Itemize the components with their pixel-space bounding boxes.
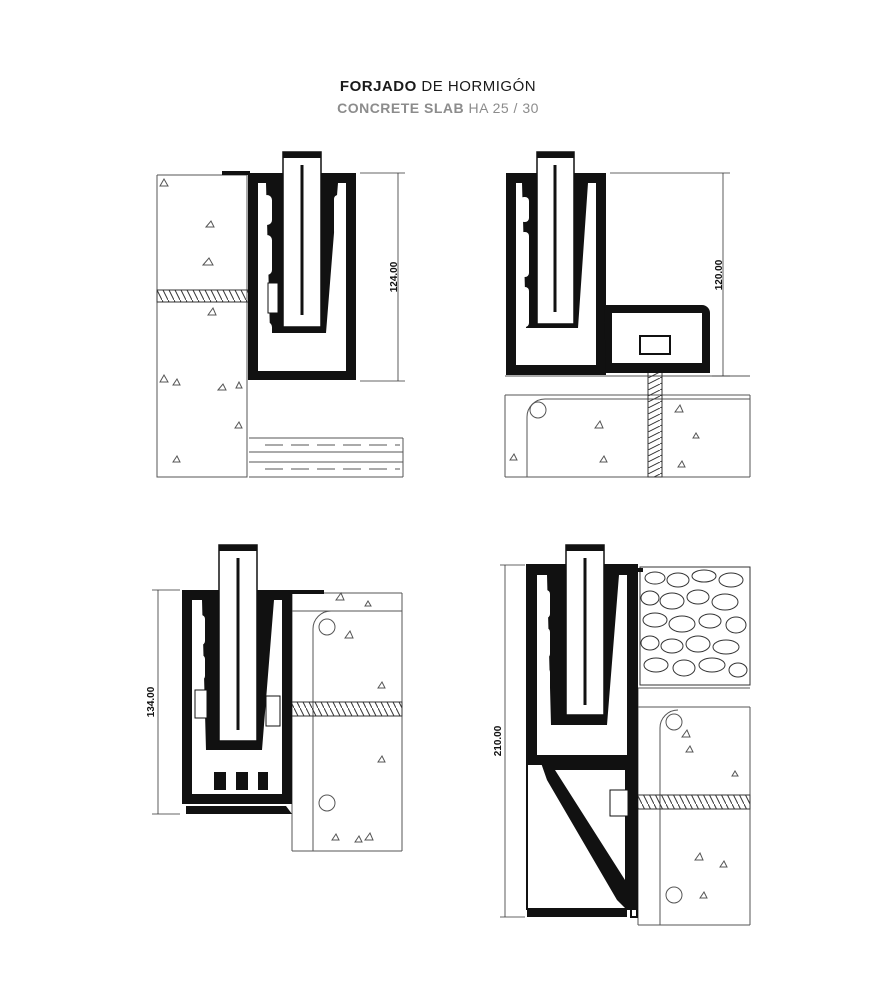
concrete-slab-2 — [504, 375, 751, 478]
dimension-2: 120.00 — [610, 172, 730, 377]
title-rest-1: DE HORMIGÓN — [421, 78, 537, 95]
title-line-1: FORJADO DE HORMIGÓN — [0, 76, 876, 98]
dimension-label-1: 124.00 — [389, 261, 400, 292]
anchor-bolt-3 — [289, 701, 403, 717]
glass-panel-2 — [536, 151, 575, 325]
dimension-label-2: 120.00 — [714, 259, 725, 290]
concrete-slab-1 — [156, 174, 248, 478]
title-line-2: CONCRETE SLAB HA 25 / 30 — [0, 98, 876, 118]
dimension-3: 134.00 — [146, 589, 180, 815]
side-mount-detail: 124.00 — [156, 151, 405, 478]
dimension-4: 210.00 — [493, 564, 525, 918]
title-rest-2: HA 25 / 30 — [468, 100, 539, 116]
concrete-slab-3 — [291, 591, 403, 852]
title-block: FORJADO DE HORMIGÓN CONCRETE SLAB HA 25 … — [0, 76, 876, 118]
title-bold-2: CONCRETE SLAB — [337, 100, 465, 116]
fascia-mount-detail: 134.00 — [146, 544, 403, 852]
fascia-bracket-detail: 210.00 — [493, 544, 751, 926]
dimension-label-4: 210.00 — [493, 725, 504, 756]
gravel-layer — [639, 566, 751, 686]
anchor-bolt-2 — [647, 369, 663, 478]
dimension-1: 124.00 — [360, 172, 405, 382]
anchor-bolt-4 — [627, 794, 751, 810]
glass-panel-4 — [565, 544, 605, 716]
title-bold-1: FORJADO — [339, 78, 417, 95]
top-mount-detail: 120.00 — [504, 151, 751, 478]
glass-panel-3 — [218, 544, 258, 742]
floor-finish-1 — [249, 437, 404, 478]
glass-panel-1 — [282, 151, 322, 328]
dimension-label-3: 134.00 — [146, 686, 157, 717]
anchor-bolt-1 — [156, 289, 258, 303]
